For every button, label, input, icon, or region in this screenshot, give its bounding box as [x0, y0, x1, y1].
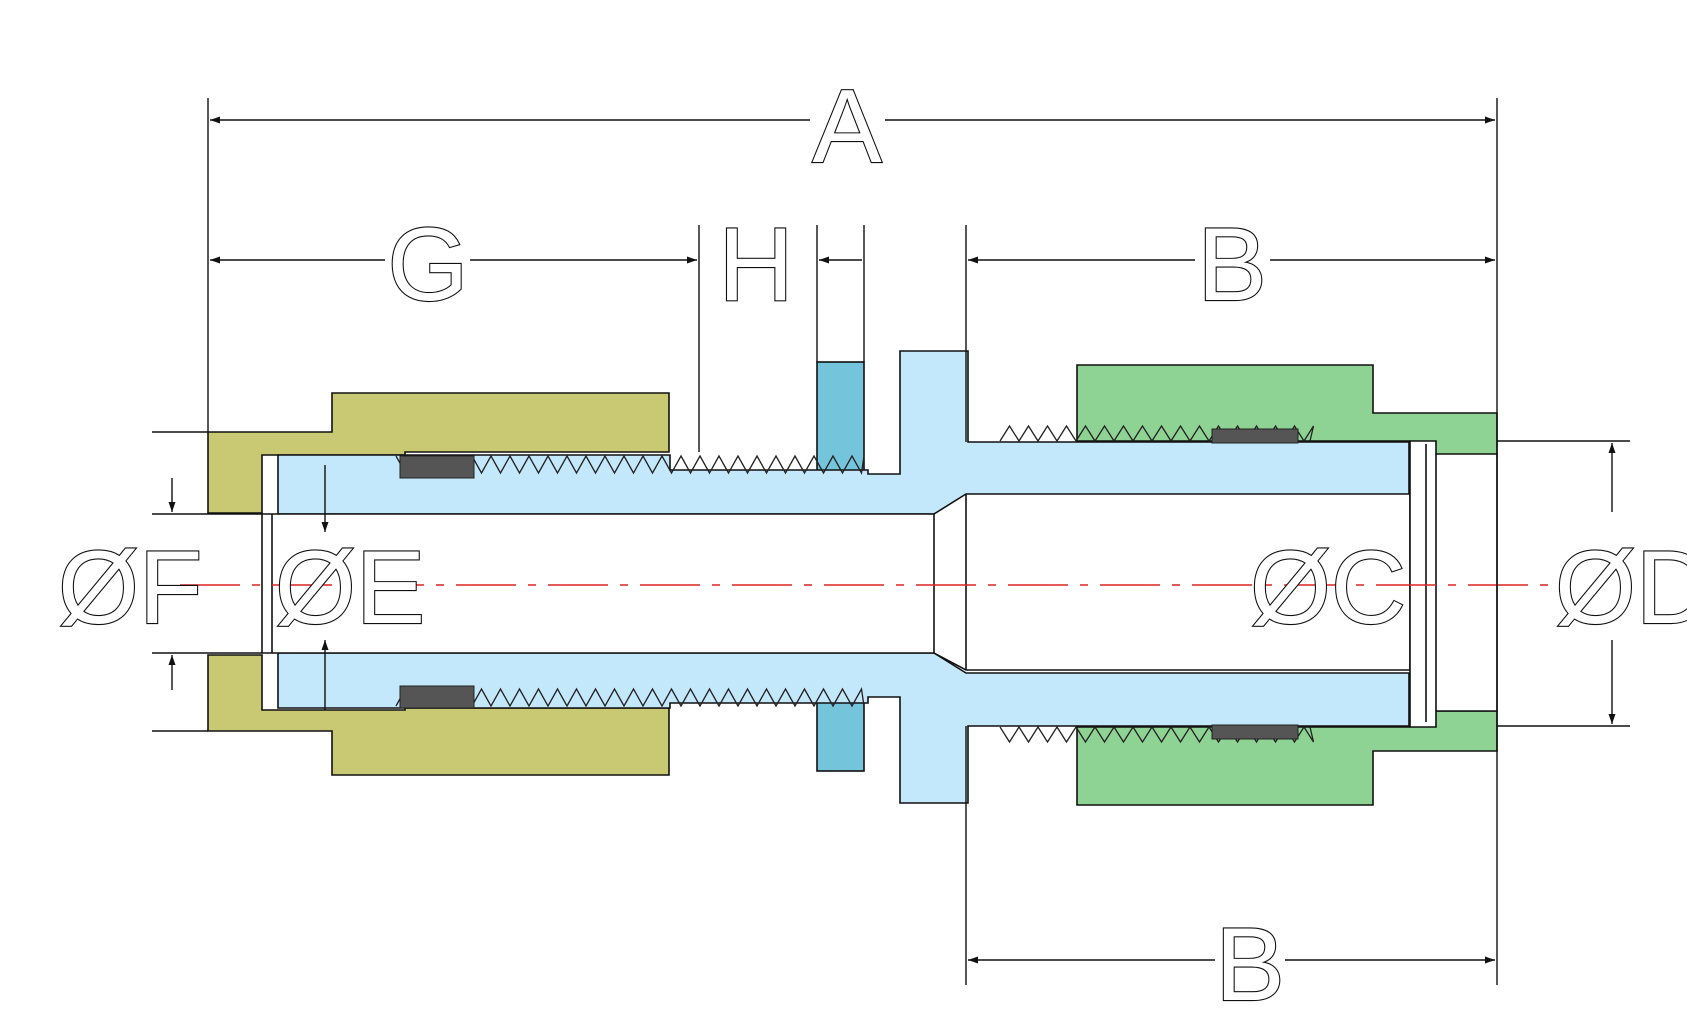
label-d: ØD: [1555, 530, 1687, 646]
thread-insert-right-lower: [1211, 724, 1299, 740]
threads: [395, 424, 1315, 744]
thread-insert-left-upper: [399, 455, 475, 479]
label-c: ØC: [1250, 530, 1406, 646]
body-lower: [277, 652, 1410, 804]
panel-upper: [816, 361, 865, 475]
thread-left-upper: [395, 454, 865, 475]
label-h: H: [718, 207, 793, 323]
label-f: ØF: [58, 530, 202, 646]
label-a: A: [812, 69, 882, 185]
bore: [261, 440, 1498, 728]
extension-lines: [152, 98, 1630, 985]
thread-left-lower: [395, 687, 865, 708]
thread-insert-left-lower: [399, 685, 475, 709]
label-g: G: [388, 207, 469, 323]
thread-insert-right-upper: [1211, 428, 1299, 444]
label-b-top: B: [1197, 207, 1266, 323]
bore-cavity: [261, 493, 1411, 671]
panel-lower: [816, 693, 865, 772]
label-e: ØE: [275, 530, 425, 646]
panel: [816, 361, 865, 772]
dimension-lines: [168, 116, 1616, 964]
dimension-labels: A G H B B ØF ØE ØC ØD: [57, 68, 1687, 1024]
label-b-bottom: B: [1215, 907, 1284, 1023]
left-nut-upper: [207, 392, 670, 514]
right-end-cavity: [1409, 440, 1498, 728]
